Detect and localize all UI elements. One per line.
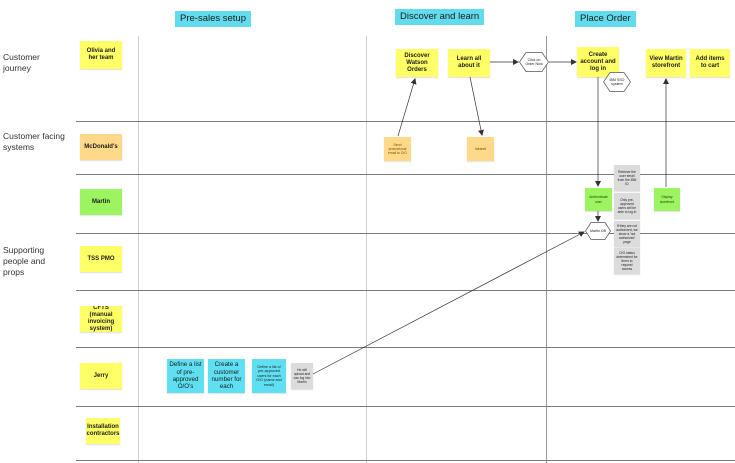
note-add-items: Add items to cart: [690, 49, 730, 77]
lane-divider: [76, 233, 735, 234]
note-send-email: Send promotional email to O/O: [384, 137, 411, 161]
connector-learn-to-intranet: [469, 76, 484, 136]
note-retrieve-email: Retrieve the user email from the IBM ID: [614, 165, 640, 191]
note-learn-all: Learn all about it: [448, 49, 490, 77]
note-define-list-users: Define a list of pre-approved users for …: [252, 359, 286, 393]
actor-installation: Installation contractors: [86, 418, 120, 444]
row-label-customer-facing-systems: Customer facing systems: [3, 131, 65, 152]
column-divider: [138, 36, 139, 463]
lane-divider: [76, 406, 735, 407]
connector-email-to-discover: [397, 78, 417, 137]
actor-martin: Martin: [80, 189, 122, 215]
click-order-now-label: Click on Order Now: [525, 57, 543, 66]
hexagon-shape: [519, 52, 549, 72]
note-ibm-sso: IBM SSO system: [603, 72, 631, 92]
actor-mcdonalds: McDonald's: [80, 134, 122, 160]
note-display-storefront: Display storefront: [654, 188, 680, 211]
phase-header-place-order: Place Order: [575, 11, 636, 27]
phase-header-presales: Pre-sales setup: [175, 11, 252, 27]
note-discover-watson: Discover Watson Orders: [396, 49, 438, 77]
actor-jerry: Jerry: [80, 363, 122, 389]
actor-olivia: Olivia and her team: [80, 41, 122, 69]
actor-tss-pmo: TSS PMO: [80, 246, 122, 272]
note-upload: He will upload and can log into Martin: [291, 363, 313, 389]
note-click-order-now: Click on Order Now: [519, 52, 549, 72]
lane-divider: [76, 174, 735, 175]
note-intranet: Intranet: [467, 137, 494, 161]
hexagon-shape: [603, 72, 631, 92]
note-martin-db: Martin DB: [585, 222, 611, 240]
lane-divider: [76, 121, 735, 122]
note-view-storefront: View Martin storefront: [646, 49, 686, 77]
note-define-list: Define a list of pre-approved O/O's: [167, 359, 204, 393]
note-o-o-auth: O/O status determined for them to reques…: [614, 248, 640, 274]
ibm-sso-label: IBM SSO system: [609, 77, 625, 86]
lane-divider: [76, 290, 735, 291]
lane-divider: [76, 460, 735, 461]
column-divider: [546, 36, 547, 463]
connector-upload-to-db: [312, 231, 585, 375]
row-label-customer-journey: Customer journey: [3, 52, 40, 73]
note-unknown-user: If they are not authorized, we show a 'n…: [614, 221, 640, 247]
phase-header-discover: Discover and learn: [395, 9, 485, 25]
note-create-account: Create account and log in: [577, 47, 619, 77]
hexagon-shape: [585, 222, 611, 240]
note-create-number: Create a customer number for each: [208, 359, 245, 393]
lane-divider: [76, 347, 735, 348]
row-label-supporting: Supporting people and props: [3, 245, 46, 277]
note-only-approved: Only pre-approved users will be able to …: [614, 193, 640, 219]
note-authenticate: Authenticate user: [585, 188, 612, 211]
actor-cfts: CFTS (manual invoicing system): [80, 306, 122, 332]
martin-db-label: Martin DB: [590, 228, 606, 233]
column-divider: [366, 36, 367, 463]
